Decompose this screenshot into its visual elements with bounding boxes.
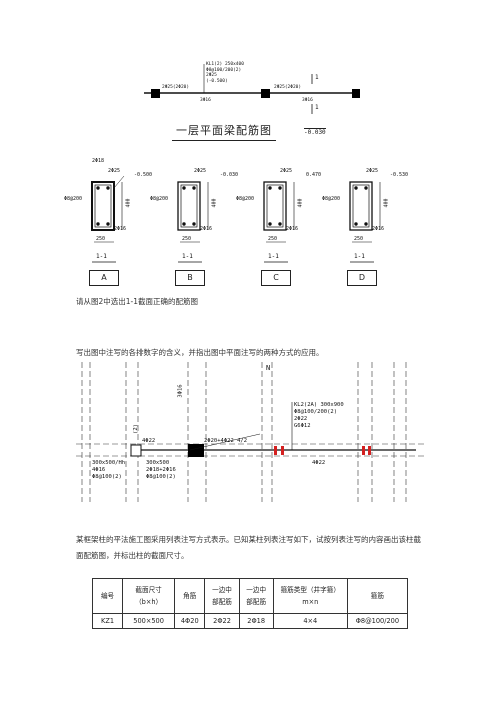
section-b-width: 250 [182,236,192,242]
table-row: KZ1 500×500 4Φ20 2Φ22 2Φ18 4×4 Φ8@100/20… [91,613,409,629]
section-a-stirrup: Φ8@200 [64,196,83,202]
section-d-width: 250 [354,236,364,242]
section-a-level: -0.500 [134,172,153,178]
section-c-bottom: 2Φ16 [286,226,299,232]
plan-elevation: -0.030 [304,128,326,136]
section-c-stirrup: Φ8@200 [236,196,255,202]
cut-label-top: 1 [315,74,319,81]
section-d-bottom: 2Φ16 [372,226,385,232]
table-cell: Φ8@100/200 [346,613,409,629]
section-b: 2Φ25 -0.030 Φ8@200 400 2Φ16 250 1-1 B [150,150,245,290]
frame-column-solid [188,444,204,457]
section-a-top: 2Φ25 [108,168,121,174]
section-a-height: 400 [125,198,132,208]
beam-plan-heading: 一层平面梁配筋图 [172,122,276,141]
frame-plan-drawing: N 3Φ16 (2) KL2(2A) 300x900 Φ8@100/200(2)… [76,362,426,502]
column-right [352,89,361,98]
section-d-top: 2Φ25 [366,168,379,174]
section-b-level: -0.030 [220,172,239,178]
bottom-right-label: 3Φ16 [302,98,313,103]
question-3: 某框架柱的平法施工图采用列表注写方式表示。已知某柱列表注写如下，试按列表注写的内… [76,535,421,560]
section-b-svg [177,181,209,263]
section-a-name: 1-1 [96,253,107,260]
table-cell: 500×500 [122,613,176,629]
section-d-stirrup: Φ8@200 [322,196,341,202]
question-1: 请从图2中选出1-1截面正确的配筋图 [76,297,199,306]
section-a-width: 250 [96,236,106,242]
plan2-axis-label: N [266,364,271,372]
left-support-label: 2Φ25(2Φ20) [162,85,190,90]
table-header: 角筋 [174,578,206,614]
section-b-name: 1-1 [182,253,193,260]
plan2-left-top: 4Φ22 [142,438,156,444]
bottom-left-label: 3Φ16 [200,98,211,103]
plan2-kl2-callout: KL2(2A) 300x900 Φ8@100/200(2) 2Φ22 G6Φ12 [294,402,344,429]
table-header-row: 编号 截面尺寸 （b×h） 角筋 一边中 部配筋 一边中 部配筋 箍筋类型（井字… [91,578,409,614]
table-cell: 4×4 [272,613,348,629]
red-break-marks [274,446,371,455]
table-header: 截面尺寸 （b×h） [122,578,176,614]
table-cell: KZ1 [91,613,124,629]
section-c: 2Φ25 0.470 Φ8@200 400 2Φ16 250 1-1 C [236,150,331,290]
table-header: 一边中 部配筋 [204,578,240,614]
section-c-level: 0.470 [306,172,322,178]
beam-plan-drawing: KL1(2) 250x400 Φ8@100/200(2) 2Φ25 (-0.50… [140,60,361,140]
section-b-top: 2Φ25 [194,168,207,174]
section-d-name: 1-1 [354,253,365,260]
plan2-left-box: 300x500/Hh 4Φ16 Φ8@100(2) [92,460,126,480]
plan2-small-label: (2) [132,424,139,434]
beam-callout: KL1(2) 250x400 Φ8@100/200(2) 2Φ25 (-0.50… [206,62,244,84]
section-c-height: 400 [297,198,304,208]
section-c-top: 2Φ25 [280,168,293,174]
section-d-height: 400 [383,198,390,208]
section-b-stirrup: Φ8@200 [150,196,169,202]
cut-label-bottom: 1 [315,104,319,111]
section-c-width: 250 [268,236,278,242]
section-c-svg [263,181,295,263]
section-a-extra: 2Φ18 [92,158,105,164]
section-a-svg [91,175,125,263]
choice-b[interactable]: B [175,270,205,286]
plan2-center-box: 300x500 2Φ18+2Φ16 Φ8@100(2) [146,460,176,480]
table-header: 箍筋类型（井字箍） m×n [272,578,348,614]
section-d-level: -0.530 [390,172,409,178]
right-support-label: 2Φ25(2Φ20) [274,85,302,90]
table-header: 箍筋 [346,578,409,614]
column-left [151,89,160,98]
section-b-bottom: 2Φ16 [200,226,213,232]
section-a: 2Φ18 2Φ25 -0.500 Φ8@200 400 2Φ16 250 1-1… [64,150,159,290]
choice-d[interactable]: D [347,270,377,286]
question-2: 写出图中注写的各排数字的含义，并指出图中平面注写的两种方式的应用。 [76,348,324,357]
section-a-bottom: 2Φ16 [114,226,127,232]
table-cell: 4Φ20 [174,613,206,629]
plan2-grid-text: 3Φ16 [177,384,184,398]
choice-c[interactable]: C [261,270,291,286]
column-spec-table: 编号 截面尺寸 （b×h） 角筋 一边中 部配筋 一边中 部配筋 箍筋类型（井字… [91,578,409,629]
frame-column-outline [130,444,142,457]
section-d-svg [349,181,381,263]
section-c-name: 1-1 [268,253,279,260]
beam-plan-svg [144,64,361,114]
plan2-top-run: 2Φ20+4Φ22 4/2 [204,438,248,444]
column-middle [261,89,270,98]
frame-plan-svg [76,362,426,502]
table-header: 编号 [91,578,124,614]
table-cell: 2Φ18 [238,613,274,629]
table-cell: 2Φ22 [204,613,240,629]
table-header: 一边中 部配筋 [238,578,274,614]
section-d: 2Φ25 -0.530 Φ8@200 400 2Φ16 250 1-1 D [322,150,417,290]
plan2-bottom-right: 4Φ22 [312,460,326,466]
choice-a[interactable]: A [89,270,119,286]
section-b-height: 400 [211,198,218,208]
